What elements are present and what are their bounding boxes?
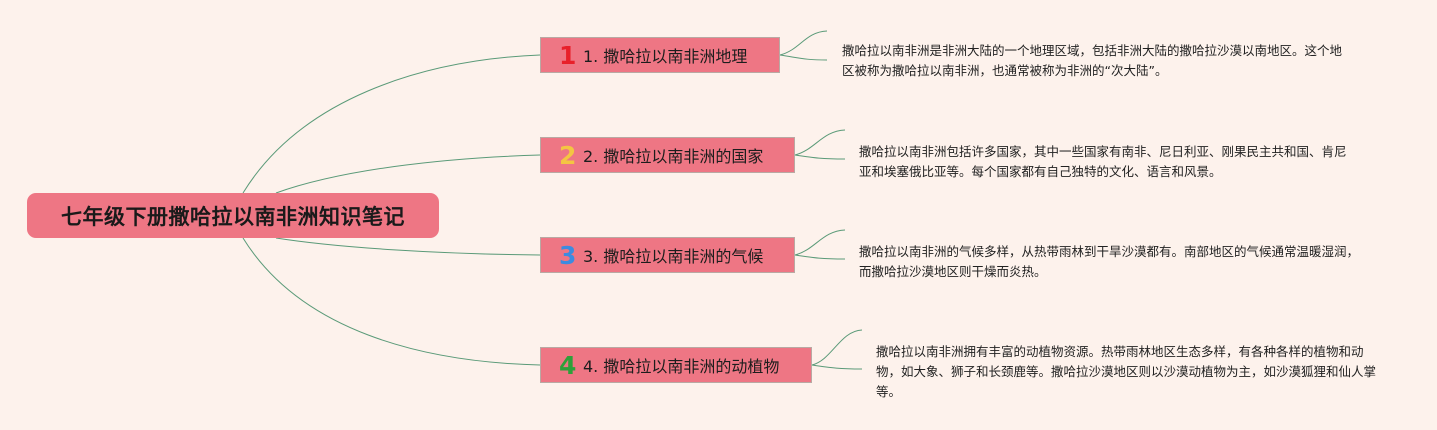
branch-label: 2. 撒哈拉以南非洲的国家	[583, 147, 764, 166]
branch-countries[interactable]: 2 2. 撒哈拉以南非洲的国家	[540, 137, 795, 173]
branch-flora-fauna[interactable]: 4 4. 撒哈拉以南非洲的动植物	[540, 347, 812, 383]
connector-branch-3-note	[794, 229, 846, 260]
connector-root-branch-3	[275, 237, 541, 256]
number-two-icon: 2	[559, 140, 577, 170]
branch-geography[interactable]: 1 1. 撒哈拉以南非洲地理	[540, 37, 780, 73]
connector-branch-4-note	[811, 329, 863, 370]
branch-label: 3. 撒哈拉以南非洲的气候	[583, 247, 764, 266]
note-geography: 撒哈拉以南非洲是非洲大陆的一个地理区域，包括非洲大陆的撒哈拉沙漠以南地区。这个地…	[842, 41, 1342, 81]
number-four-icon: 4	[559, 350, 577, 380]
connector-branch-2-note	[794, 129, 846, 160]
note-text: 撒哈拉以南非洲的气候多样，从热带雨林到干旱沙漠都有。南部地区的气候通常温暖湿润，…	[859, 244, 1360, 279]
number-three-icon: 3	[559, 240, 577, 270]
number-one-icon: 1	[559, 40, 577, 70]
central-topic-title: 七年级下册撒哈拉以南非洲知识笔记	[61, 204, 405, 229]
note-text: 撒哈拉以南非洲包括许多国家，其中一些国家有南非、尼日利亚、刚果民主共和国、肯尼亚…	[859, 144, 1347, 179]
central-topic[interactable]: 七年级下册撒哈拉以南非洲知识笔记	[27, 193, 439, 238]
branch-climate[interactable]: 3 3. 撒哈拉以南非洲的气候	[540, 237, 795, 273]
note-countries: 撒哈拉以南非洲包括许多国家，其中一些国家有南非、尼日利亚、刚果民主共和国、肯尼亚…	[859, 142, 1354, 182]
connector-root-branch-4	[242, 237, 541, 366]
branch-label: 1. 撒哈拉以南非洲地理	[583, 47, 748, 66]
connector-root-branch-1	[242, 54, 541, 194]
note-text: 撒哈拉以南非洲是非洲大陆的一个地理区域，包括非洲大陆的撒哈拉沙漠以南地区。这个地…	[842, 43, 1343, 78]
note-text: 撒哈拉以南非洲拥有丰富的动植物资源。热带雨林地区生态多样，有各种各样的植物和动物…	[876, 344, 1377, 399]
connector-branch-1-note	[779, 30, 828, 61]
note-climate: 撒哈拉以南非洲的气候多样，从热带雨林到干旱沙漠都有。南部地区的气候通常温暖湿润，…	[859, 242, 1359, 282]
branch-label: 4. 撒哈拉以南非洲的动植物	[583, 357, 780, 376]
connector-root-branch-2	[275, 154, 541, 194]
note-flora-fauna: 撒哈拉以南非洲拥有丰富的动植物资源。热带雨林地区生态多样，有各种各样的植物和动物…	[876, 342, 1376, 402]
